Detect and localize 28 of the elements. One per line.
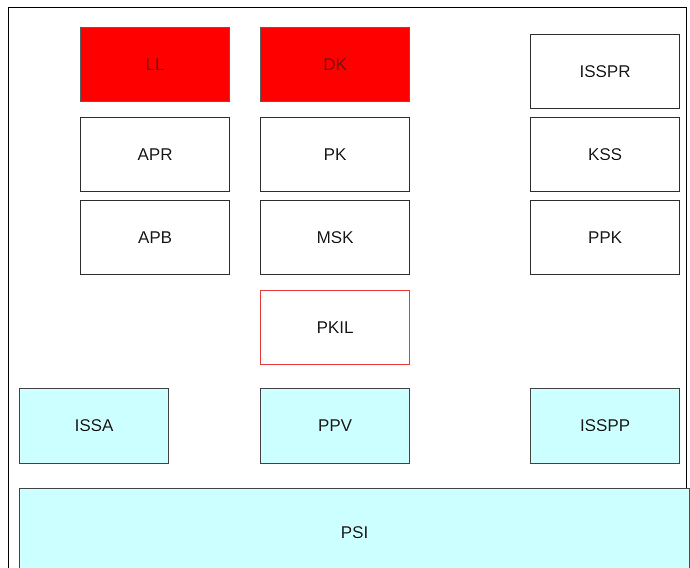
block-box [260, 27, 410, 102]
block-label: DK [323, 54, 347, 74]
block-box [530, 117, 680, 192]
block-label: LL [146, 54, 164, 74]
block-label: PPK [588, 228, 622, 248]
block-label: ISSPP [580, 416, 630, 436]
block-label: ISSPR [579, 62, 631, 82]
block-box [530, 34, 680, 109]
block-label: PSI [340, 523, 368, 543]
block-box [530, 388, 680, 464]
block-label: PPV [318, 416, 352, 436]
block-box [80, 117, 230, 192]
block-label: PK [324, 144, 346, 164]
block-box [19, 388, 169, 464]
block-label: APB [138, 228, 172, 248]
block-label: ISSA [74, 416, 114, 436]
block-label: KSS [588, 144, 622, 164]
block-box [260, 117, 410, 192]
block-label: PKIL [316, 318, 354, 338]
block-box [19, 488, 690, 568]
block-box [260, 200, 410, 275]
block-box [530, 200, 680, 275]
block-label: MSK [316, 228, 354, 248]
block-box [80, 27, 230, 102]
block-box [260, 290, 410, 365]
block-label: APR [138, 144, 172, 164]
block-box [260, 388, 410, 464]
block-box [80, 200, 230, 275]
